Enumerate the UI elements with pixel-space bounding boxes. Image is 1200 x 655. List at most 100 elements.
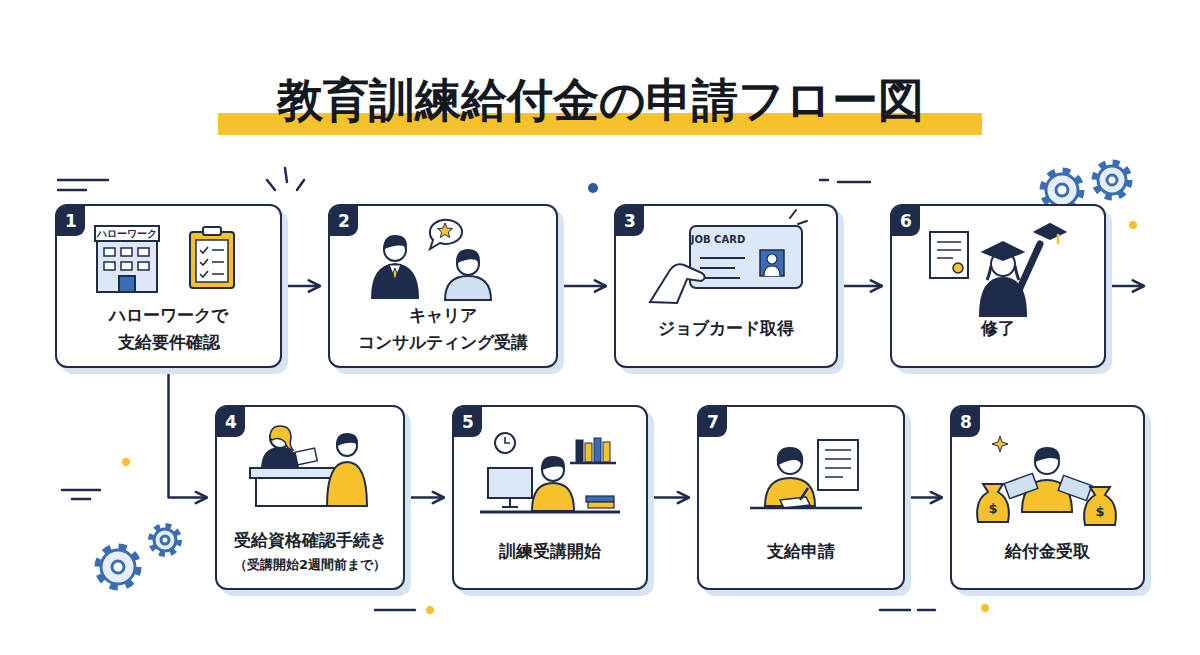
monitor-stand bbox=[502, 498, 518, 507]
hair bbox=[1035, 448, 1059, 461]
step-label: 修了 bbox=[981, 315, 1015, 342]
accent-dot bbox=[122, 458, 130, 466]
counter-front bbox=[256, 478, 344, 506]
accent-dot bbox=[981, 604, 989, 612]
window bbox=[104, 248, 115, 256]
checklist-paper bbox=[196, 240, 228, 282]
paper bbox=[780, 497, 810, 508]
text-area: 支給申請 bbox=[707, 523, 895, 581]
gear-icon bbox=[98, 526, 179, 587]
shirt bbox=[389, 265, 401, 279]
counter-illustration bbox=[250, 426, 367, 506]
card-illustration bbox=[650, 210, 807, 303]
client-body bbox=[445, 276, 491, 300]
text-area: 修了 bbox=[900, 299, 1096, 359]
step-label: 訓練受講開始 bbox=[499, 538, 601, 565]
building bbox=[97, 240, 157, 292]
consultation-illustration bbox=[372, 220, 491, 300]
gear-teeth bbox=[1095, 163, 1129, 197]
gear-hole bbox=[161, 536, 169, 544]
form bbox=[818, 440, 858, 490]
raised-arm bbox=[1020, 244, 1040, 288]
gear-hole bbox=[112, 561, 124, 573]
gear-icon bbox=[1043, 163, 1129, 209]
text-area: キャリア コンサルティング受講 bbox=[338, 299, 548, 359]
office-illustration bbox=[95, 226, 234, 292]
desk bbox=[480, 511, 620, 514]
recipient-body bbox=[1022, 480, 1072, 512]
photo-head bbox=[767, 254, 777, 264]
step-number: 7 bbox=[699, 407, 727, 437]
diagram-title: 教育訓練給付金の申請フロー図 bbox=[0, 72, 1200, 128]
hair bbox=[270, 426, 293, 450]
pen bbox=[800, 488, 808, 500]
process-box: 7 支給申請 bbox=[697, 405, 905, 590]
hair bbox=[987, 266, 1019, 280]
applicant-body bbox=[327, 462, 367, 506]
step-label: 給付金受取 bbox=[1005, 538, 1090, 565]
book bbox=[594, 438, 601, 462]
gear-body bbox=[1098, 166, 1126, 194]
text-area: ジョブカード取得 bbox=[624, 299, 828, 359]
clip bbox=[203, 227, 221, 235]
graduation-illustration bbox=[930, 224, 1065, 316]
photo-body bbox=[764, 266, 780, 276]
gear-hole bbox=[1107, 175, 1117, 185]
applicant-head bbox=[778, 450, 802, 474]
speech-bubble bbox=[430, 220, 462, 249]
book-stack bbox=[588, 502, 614, 508]
window bbox=[121, 248, 132, 256]
gear-body bbox=[154, 529, 176, 551]
gear-hole bbox=[1056, 184, 1068, 196]
star bbox=[437, 223, 452, 238]
text-area: 受給資格確認手続き（受講開始2週間前まで） bbox=[225, 523, 395, 581]
door bbox=[119, 276, 135, 292]
application-illustration bbox=[750, 440, 862, 508]
flow-arrow bbox=[288, 285, 320, 288]
text-area: 訓練受講開始 bbox=[462, 523, 638, 581]
accent-line bbox=[375, 609, 415, 612]
student-body bbox=[532, 483, 574, 511]
accent-line bbox=[58, 179, 108, 182]
process-box: 4受給資格確認手続き（受講開始2週間前まで） bbox=[215, 405, 405, 590]
book bbox=[576, 440, 583, 462]
staff-head bbox=[270, 428, 290, 448]
step-label: 受給資格確認手続き bbox=[234, 527, 387, 554]
book bbox=[603, 442, 610, 462]
accent-dot bbox=[588, 183, 598, 193]
building-sign bbox=[95, 226, 159, 241]
tassel bbox=[1057, 234, 1060, 244]
flow-arrow bbox=[911, 496, 942, 499]
sparkle bbox=[992, 436, 1008, 452]
window bbox=[138, 248, 149, 256]
study-illustration bbox=[480, 433, 620, 512]
window bbox=[121, 262, 132, 270]
hair bbox=[457, 250, 479, 262]
accent-line bbox=[285, 168, 287, 182]
thrown-cap bbox=[1035, 224, 1065, 239]
accent-line bbox=[72, 498, 90, 501]
monitor bbox=[488, 468, 532, 498]
step-label: 支給申請 bbox=[767, 538, 835, 565]
applicant-body bbox=[765, 478, 815, 506]
gear-body bbox=[101, 550, 135, 584]
applicant-head bbox=[337, 436, 357, 456]
accent-line bbox=[820, 179, 828, 182]
clock bbox=[495, 433, 515, 453]
step-number: 3 bbox=[616, 206, 644, 236]
process-box: 3 ジョブカード取得 bbox=[614, 204, 838, 368]
window bbox=[138, 262, 149, 270]
gown bbox=[980, 278, 1026, 316]
clock-hands bbox=[505, 437, 510, 443]
hair bbox=[778, 448, 803, 464]
bill bbox=[1004, 473, 1038, 498]
student-head bbox=[542, 459, 564, 481]
desk bbox=[750, 507, 862, 510]
process-box: 5訓練受講開始 bbox=[452, 405, 648, 590]
flow-arrow bbox=[169, 369, 208, 498]
process-box: 6 修了 bbox=[890, 204, 1106, 368]
step-note: （受講開始2週間前まで） bbox=[234, 554, 386, 576]
step-number: 6 bbox=[892, 206, 920, 236]
process-box: 8給付金受取 bbox=[950, 405, 1145, 590]
